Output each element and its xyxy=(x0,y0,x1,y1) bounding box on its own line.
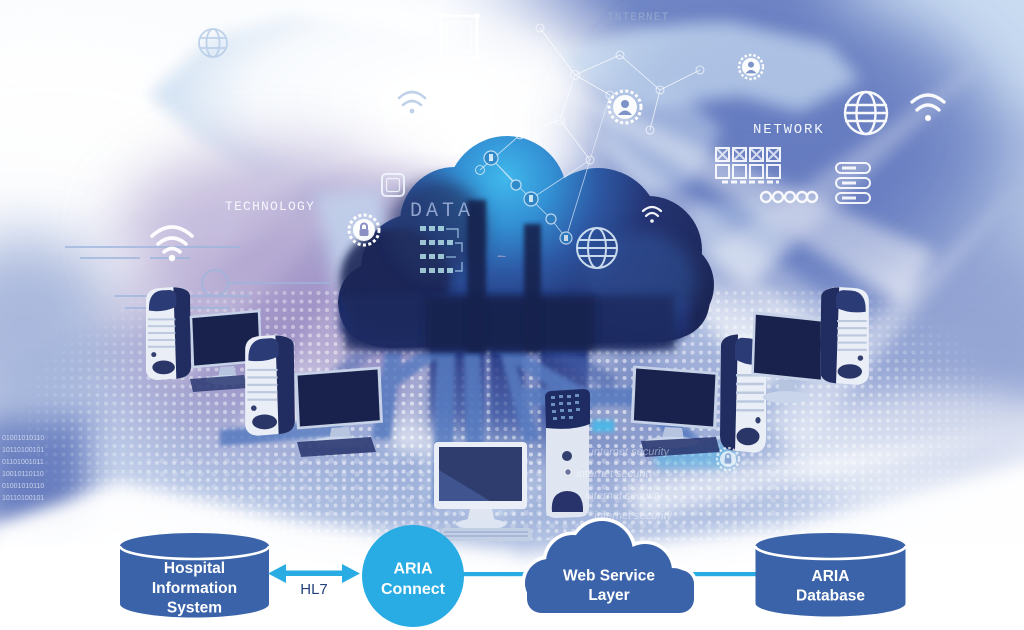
svg-text:NETWORK: NETWORK xyxy=(753,122,824,138)
svg-text:ARIA: ARIA xyxy=(812,568,850,585)
svg-text:INTERNET: INTERNET xyxy=(607,12,669,24)
svg-text:Connect: Connect xyxy=(381,581,446,598)
svg-text:Layer: Layer xyxy=(588,587,629,604)
svg-text:10010110110: 10010110110 xyxy=(2,471,44,478)
svg-text:ARIA: ARIA xyxy=(393,561,433,578)
svg-text:Information: Information xyxy=(152,580,237,597)
svg-text:System: System xyxy=(167,600,222,617)
svg-text:Web Service: Web Service xyxy=(563,568,655,585)
svg-text:01101001011: 01101001011 xyxy=(2,459,44,466)
svg-text:internet security: internet security xyxy=(584,490,664,502)
svg-text:internet security: internet security xyxy=(591,446,671,458)
svg-text:Hospital: Hospital xyxy=(164,560,225,577)
svg-text:01001010110: 01001010110 xyxy=(2,483,44,490)
svg-text:DATA: DATA xyxy=(410,200,474,223)
svg-text:10110100101: 10110100101 xyxy=(2,447,44,454)
svg-text:TECHNOLOGY: TECHNOLOGY xyxy=(225,199,315,214)
svg-text:01001010110: 01001010110 xyxy=(2,435,44,442)
svg-text:HL7: HL7 xyxy=(300,581,328,598)
svg-text:internet security: internet security xyxy=(576,468,656,480)
svg-text:10110100101: 10110100101 xyxy=(2,495,44,502)
svg-text:internet security: internet security xyxy=(594,510,674,522)
svg-text:Database: Database xyxy=(796,588,865,605)
